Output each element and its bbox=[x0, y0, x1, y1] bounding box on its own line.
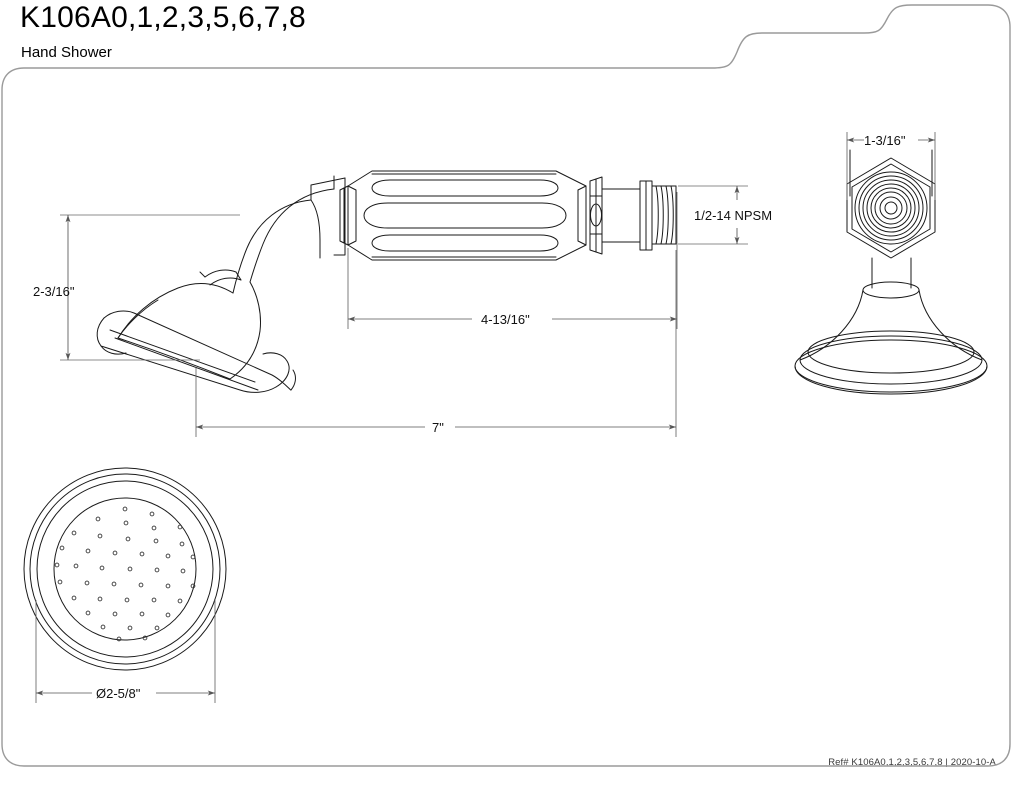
threaded-inlet bbox=[589, 176, 677, 255]
dimension-label-head-height: 2-3/16" bbox=[33, 284, 75, 299]
dimension-label-face-diameter: Ø2-5/8" bbox=[96, 686, 141, 701]
handle-body bbox=[339, 170, 587, 261]
dimension-face-diameter: Ø2-5/8" bbox=[35, 600, 216, 703]
product-subtitle: Hand Shower bbox=[21, 44, 112, 61]
sheet-border bbox=[1, 4, 1011, 767]
view-wall-supply-elbow bbox=[794, 149, 988, 395]
page-title: K106A0,1,2,3,5,6,7,8 bbox=[20, 1, 306, 34]
view-hand-shower-side bbox=[96, 170, 677, 393]
spray-hole-pattern bbox=[54, 506, 196, 642]
dimension-elbow-width: 1-3/16" bbox=[846, 132, 936, 200]
dimension-body-length: 4-13/16" bbox=[347, 192, 678, 329]
dimension-label-elbow-width: 1-3/16" bbox=[864, 133, 906, 148]
dimension-label-thread: 1/2-14 NPSM bbox=[694, 208, 772, 223]
dimension-thread: 1/2-14 NPSM bbox=[678, 185, 772, 245]
dimension-head-height: 2-3/16" bbox=[33, 214, 240, 361]
dimension-label-body-length: 4-13/16" bbox=[481, 312, 530, 327]
dimension-overall-length: 7" bbox=[195, 250, 677, 437]
reference-footer: Ref# K106A0,1,2,3,5,6,7,8 | 2020-10-A bbox=[828, 757, 996, 768]
dimension-label-overall-length: 7" bbox=[432, 420, 444, 435]
view-spray-face bbox=[23, 467, 227, 671]
spray-head-bell bbox=[96, 269, 296, 393]
shower-arm bbox=[232, 175, 346, 294]
